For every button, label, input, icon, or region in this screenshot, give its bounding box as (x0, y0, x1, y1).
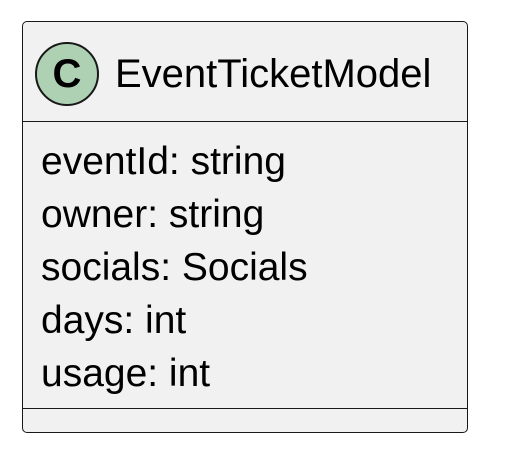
attribute-event-id: eventId: string (41, 140, 286, 183)
class-name: EventTicketModel (115, 52, 432, 96)
class-box-event-ticket-model: C EventTicketModel eventId: string owner… (22, 21, 468, 433)
methods-divider (23, 408, 467, 409)
attribute-owner: owner: string (41, 193, 265, 236)
method-list (23, 410, 467, 432)
attribute-usage: usage: int (41, 352, 211, 395)
stereotype-letter: C (52, 52, 82, 96)
class-header: C EventTicketModel (23, 22, 467, 122)
attribute-days: days: int (41, 299, 187, 342)
class-stereotype-icon: C (35, 42, 99, 106)
attribute-list: eventId: string owner: string socials: S… (41, 135, 308, 400)
attribute-socials: socials: Socials (41, 246, 308, 289)
header-divider (23, 121, 467, 122)
